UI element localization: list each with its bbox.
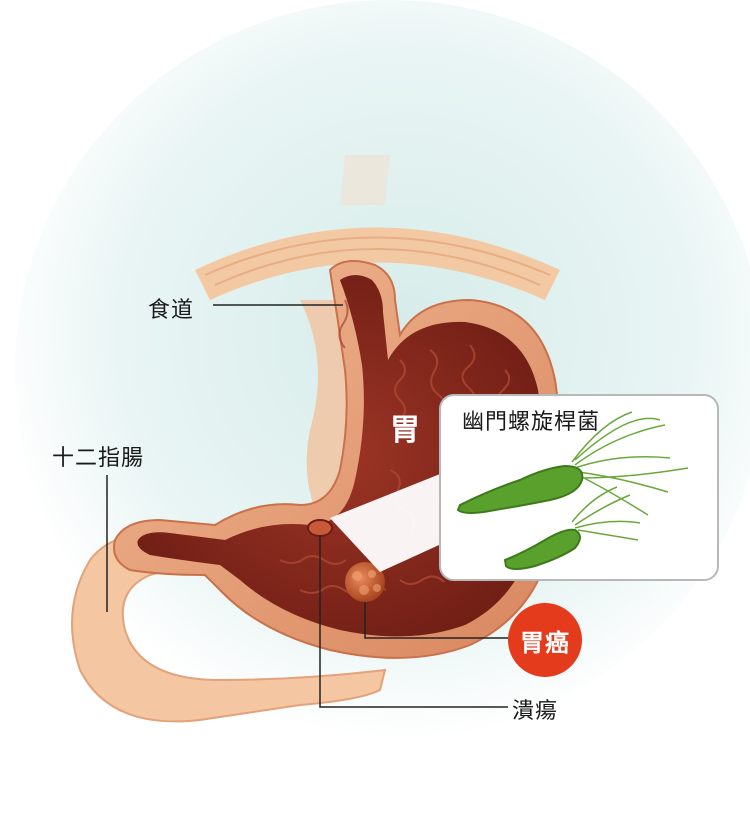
leader-lines xyxy=(106,304,508,708)
callout-pointer xyxy=(330,470,450,572)
label-h-pylori: 幽門螺旋桿菌 xyxy=(462,410,601,435)
diaphragm xyxy=(195,155,560,300)
bacterium-large xyxy=(456,411,689,516)
label-esophagus: 食道 xyxy=(148,298,195,323)
label-ulcer: 潰瘍 xyxy=(512,699,559,724)
gastric-cancer-badge: 胃癌 xyxy=(508,603,582,677)
tumor xyxy=(345,562,385,602)
duodenum xyxy=(71,532,387,723)
label-gastric-cancer: 胃癌 xyxy=(520,628,570,657)
bacterium-small xyxy=(503,486,641,570)
label-duodenum: 十二指腸 xyxy=(52,446,145,471)
callout-box xyxy=(439,394,719,581)
label-stomach: 胃 xyxy=(390,413,420,448)
ulcer xyxy=(307,519,333,537)
